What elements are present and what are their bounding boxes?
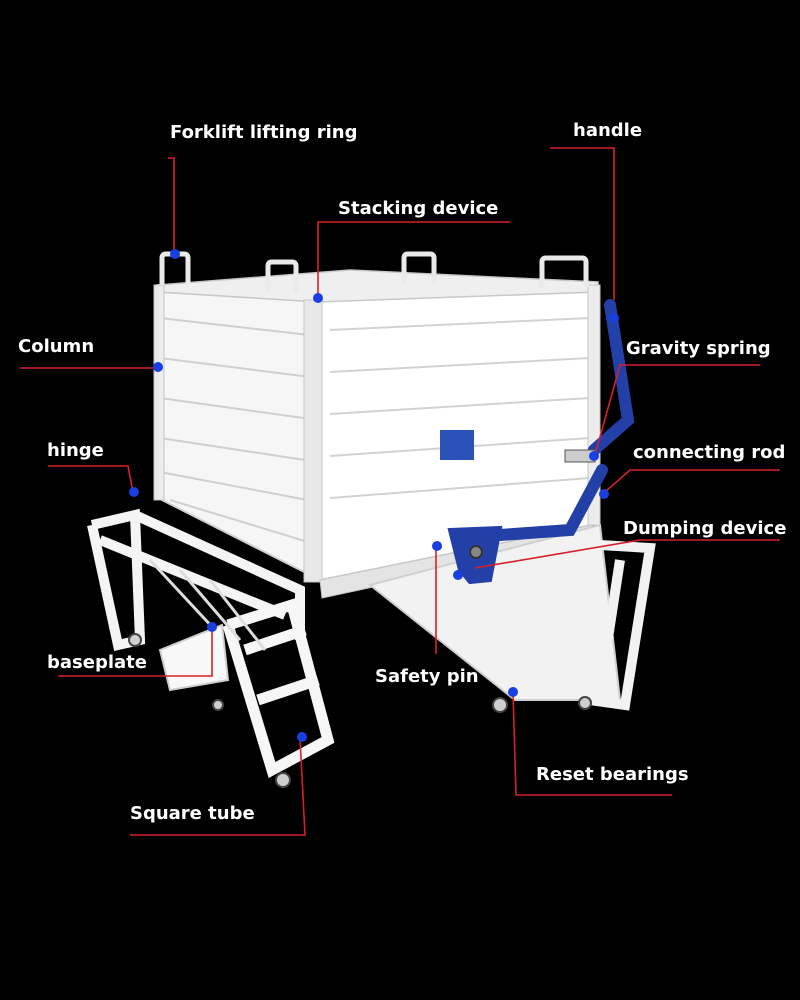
label-square-tube: Square tube [130,803,255,824]
marker-dots [129,249,619,742]
connecting-rod-arm [494,464,608,541]
right-frame [589,540,656,711]
label-forklift-lifting-ring: Forklift lifting ring [170,122,358,143]
marker-forklift-ring [170,249,180,259]
label-hinge: hinge [47,440,104,461]
casters [128,633,592,788]
baseplate-platform [158,623,230,692]
marker-reset-bearings [508,687,518,697]
marker-hinge [129,487,139,497]
frame-slats [148,558,267,651]
label-baseplate: baseplate [47,652,147,673]
marker-handle [609,313,619,323]
label-gravity-spring: Gravity spring [626,338,771,359]
column-post [303,299,323,583]
label-reset-bearings: Reset bearings [536,764,689,785]
label-column: Column [18,336,95,357]
latch-bolt [469,545,483,559]
corner-post-left [153,284,165,501]
marker-column [153,362,163,372]
handle-arm [588,299,635,456]
label-connecting-rod: connecting rod [633,442,786,463]
leader-lines [20,147,780,836]
square-tube-frame [222,598,335,779]
base-frame [87,508,656,788]
marker-gravity-spring [589,451,599,461]
label-dumping-device: Dumping device [623,518,787,539]
label-safety-pin: Safety pin [375,666,479,687]
corner-post-right [587,284,601,526]
label-handle: handle [573,120,643,141]
marker-connecting-rod [599,489,609,499]
marker-baseplate [207,622,217,632]
marker-dumping-device [453,570,463,580]
marker-stacking-device [313,293,323,303]
nameplate [440,430,474,460]
marker-safety-pin [432,541,442,551]
left-panel-ribs [159,317,319,546]
label-stacking-device: Stacking device [338,198,499,219]
marker-square-tube [297,732,307,742]
